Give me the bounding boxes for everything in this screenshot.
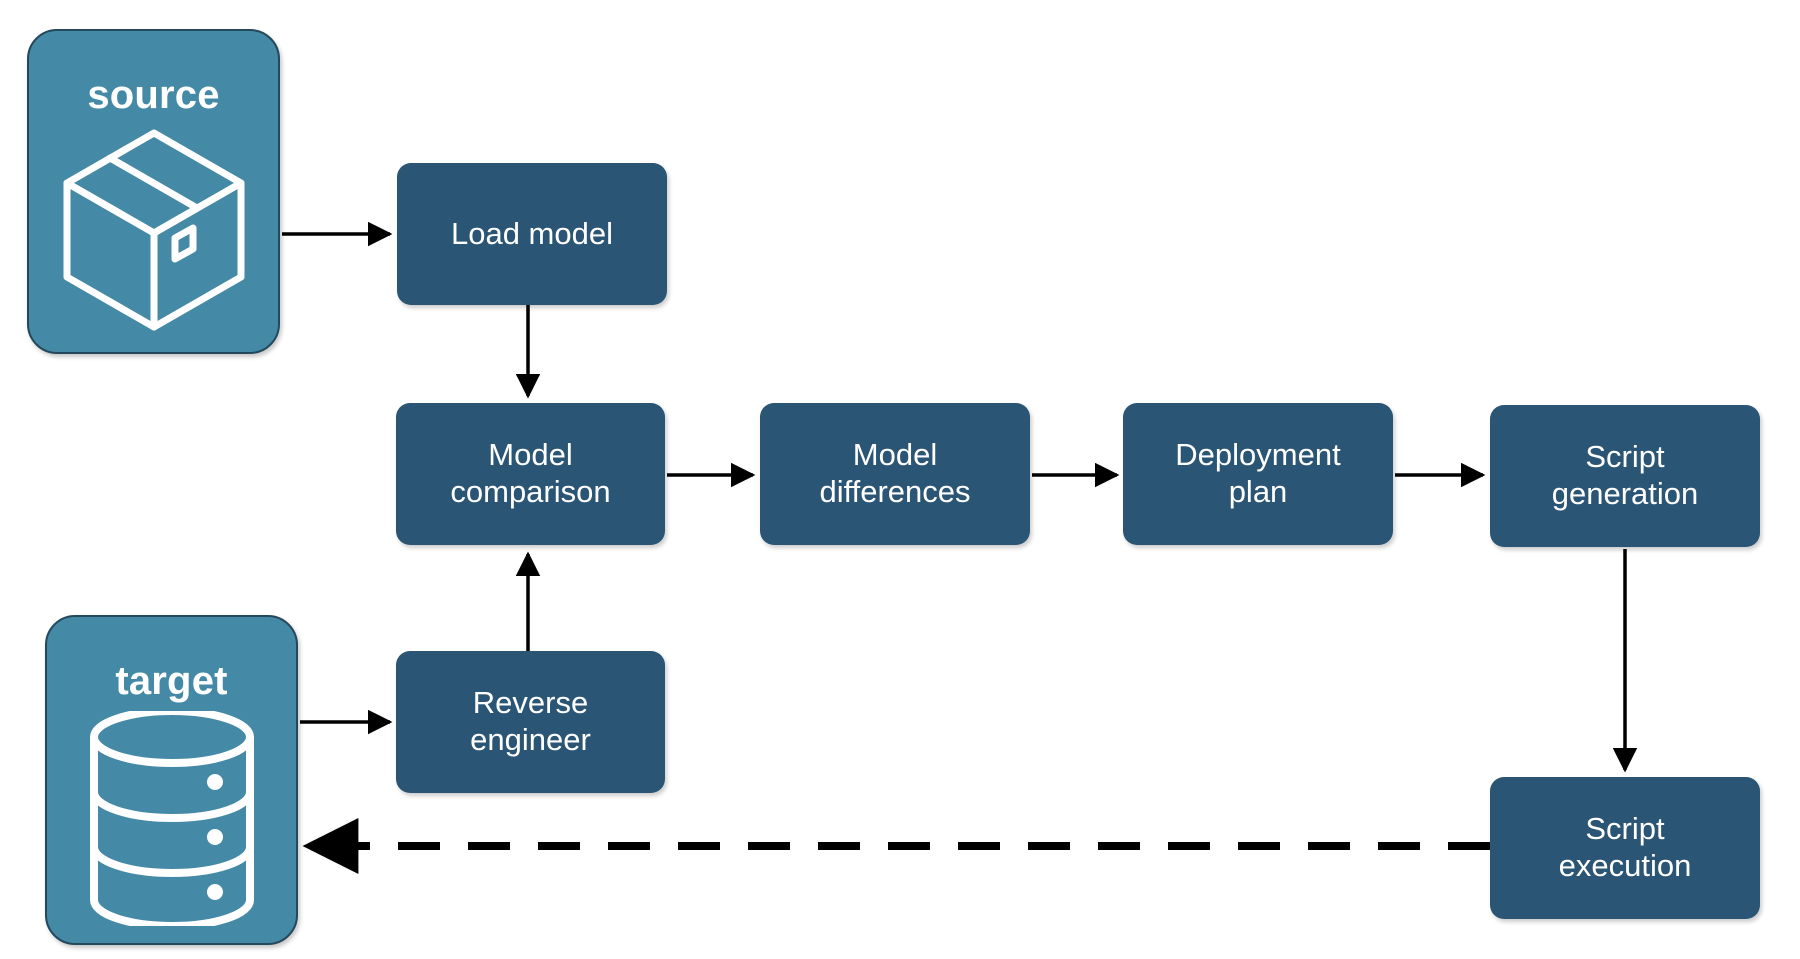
process-reverse-engineer[interactable]: Reverse engineer [396, 651, 665, 793]
process-deployment-plan-label: Deployment plan [1175, 437, 1341, 509]
endpoint-target-label: target [115, 658, 228, 703]
package-box-icon [63, 129, 244, 331]
process-model-comparison-label: Model comparison [450, 437, 611, 509]
database-cylinder-icon [89, 711, 254, 927]
process-deployment-plan[interactable]: Deployment plan [1123, 403, 1393, 545]
process-model-differences-label: Model differences [819, 437, 971, 509]
endpoint-source-label: source [87, 72, 220, 117]
process-load-model-label: Load model [450, 215, 613, 251]
process-script-generation-label: Script generation [1551, 439, 1699, 511]
process-load-model[interactable]: Load model [397, 163, 667, 305]
endpoint-source[interactable]: source [27, 29, 280, 354]
process-model-differences[interactable]: Model differences [760, 403, 1030, 545]
process-script-execution[interactable]: Script execution [1490, 777, 1760, 919]
process-reverse-engineer-label: Reverse engineer [470, 685, 591, 757]
process-script-generation[interactable]: Script generation [1490, 405, 1760, 547]
endpoint-target[interactable]: target [45, 615, 298, 945]
process-script-execution-label: Script execution [1558, 811, 1692, 883]
database-status-dots [206, 774, 223, 901]
process-model-comparison[interactable]: Model comparison [396, 403, 665, 545]
